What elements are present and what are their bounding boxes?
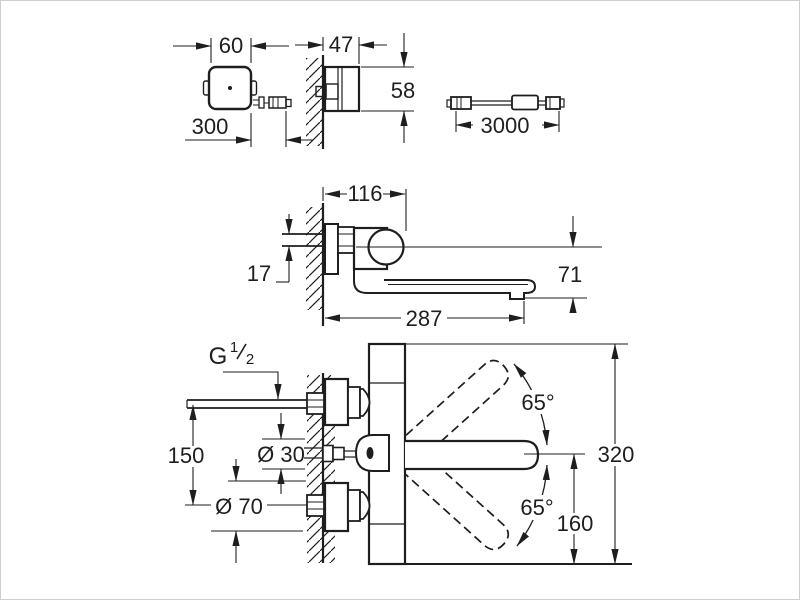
escutcheon-side xyxy=(324,223,339,275)
dim-inlet-spacing-label: 150 xyxy=(168,443,205,468)
swivel-angle-up-label: 65° xyxy=(521,390,554,415)
sensor-connector xyxy=(322,444,334,463)
spout-swivel-down-dashed xyxy=(395,443,510,551)
spout-swivel-up-dashed xyxy=(395,359,510,467)
dim-wall-to-body-label: 116 xyxy=(347,181,382,206)
dome-top xyxy=(359,388,371,417)
dim-box-depth-label: 47 xyxy=(329,32,353,57)
dim-box-height-label: 58 xyxy=(391,78,415,103)
sensor-window xyxy=(366,447,374,459)
control-box-front-view: 60 300 xyxy=(173,33,313,147)
hex-nut-bottom xyxy=(306,494,325,517)
dim-spout-height-label: 160 xyxy=(557,511,594,536)
thread-denominator: 2 xyxy=(246,351,254,368)
box-connector-nub xyxy=(315,85,327,98)
dim-outlet-drop-label: 71 xyxy=(558,262,582,287)
dim-box-width-label: 60 xyxy=(219,33,243,58)
dome-bottom xyxy=(359,491,371,520)
label-mask xyxy=(211,496,267,517)
swivel-angle-down-label: 65° xyxy=(520,495,553,520)
spout-side xyxy=(353,269,537,300)
connector-tip xyxy=(285,98,292,108)
label-mask xyxy=(511,495,564,520)
thread-size-label: G xyxy=(209,343,228,370)
dim-sensor-diameter-label: Ø 30 xyxy=(257,442,305,467)
faucet-side-view: 116 17 71 287 xyxy=(247,181,602,331)
dim-total-height-label: 320 xyxy=(598,442,635,467)
label-mask xyxy=(593,444,638,466)
cable-ferrule xyxy=(258,96,265,109)
label-mask xyxy=(160,446,212,467)
sensor-connector xyxy=(332,446,345,461)
wall-hatching xyxy=(306,207,323,310)
dim-box-cable-length-label: 300 xyxy=(192,114,229,139)
dim-inlet-offset-label: 17 xyxy=(247,261,271,286)
spout-front xyxy=(405,439,540,471)
thread-leader-arrow xyxy=(223,371,282,400)
adapter-bottom xyxy=(347,489,361,522)
extension-cable-view: 3000 xyxy=(446,94,565,138)
mounting-tab-right xyxy=(250,80,258,96)
mounting-tab-left xyxy=(202,80,210,96)
label-mask xyxy=(512,390,564,414)
wall-hatching xyxy=(306,58,323,146)
fraction-slash xyxy=(236,343,247,360)
cable-inline-box xyxy=(511,94,539,111)
faucet-front-view: G 1 2 150 Ø 30 Ø 70 65° 65° 320 160 xyxy=(160,339,638,566)
hex-nut-top xyxy=(306,392,325,415)
control-box-side-view: 47 58 xyxy=(295,32,415,149)
thread-numerator: 1 xyxy=(230,339,238,356)
dim-escutcheon-diameter-label: Ø 70 xyxy=(215,494,263,519)
union-nut-side xyxy=(337,226,355,254)
dim-spout-reach-label: 287 xyxy=(406,306,443,331)
escutcheon-bottom xyxy=(323,481,350,533)
escutcheon-top xyxy=(323,377,350,427)
box-center-dot xyxy=(228,86,232,90)
plug-tip xyxy=(559,98,565,108)
adapter-top xyxy=(347,386,361,419)
cable-plug-right xyxy=(545,96,561,110)
dim-cable-length-label: 3000 xyxy=(481,113,530,138)
